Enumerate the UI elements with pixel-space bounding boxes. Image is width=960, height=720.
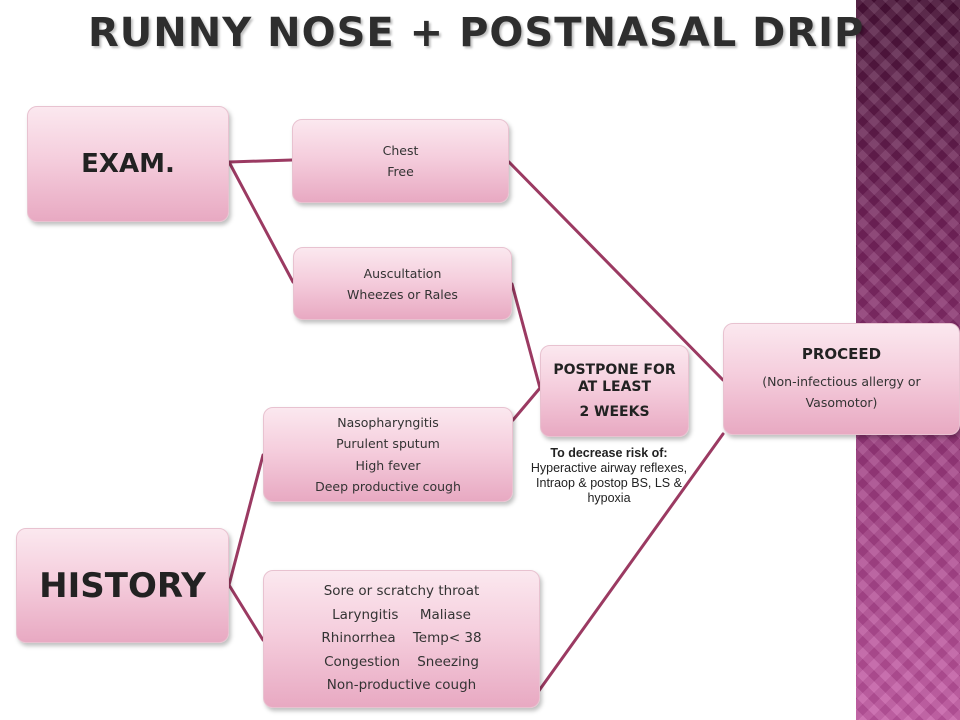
- postpone-duration: 2 WEEKS: [579, 403, 650, 420]
- history-label: HISTORY: [39, 565, 206, 606]
- risk-note: To decrease risk of: Hyperactive airway …: [514, 446, 704, 506]
- connector-history-infection: [227, 453, 265, 587]
- risk-note-text: Hyperactive airway reflexes, Intraop & p…: [530, 461, 688, 505]
- slide-title: RUNNY NOSE + POSTNASAL DRIP: [88, 10, 865, 56]
- infection-sign: Deep productive cough: [315, 479, 461, 494]
- infection-signs-node: Nasopharyngitis Purulent sputum High fev…: [263, 407, 513, 502]
- exam-label: EXAM.: [81, 149, 175, 179]
- exam-node: EXAM.: [27, 106, 229, 222]
- chest-node: Chest Free: [292, 119, 509, 203]
- connector-infection-postpone: [511, 386, 542, 422]
- symptom-line: Sore or scratchy throat: [323, 583, 480, 600]
- connector-auscultation-postpone: [510, 282, 542, 390]
- auscultation-label: Auscultation: [363, 265, 442, 281]
- proceed-label: PROCEED: [801, 345, 882, 363]
- proceed-node: PROCEED (Non-infectious allergy or Vasom…: [723, 323, 960, 435]
- connector-exam-auscultation: [227, 160, 295, 284]
- connector-symptoms-proceed: [536, 432, 725, 694]
- postpone-label: POSTPONE FOR AT LEAST: [553, 361, 676, 395]
- risk-note-heading: To decrease risk of:: [550, 446, 668, 460]
- connector-history-symptoms: [227, 583, 265, 642]
- chest-finding: Free: [387, 164, 414, 179]
- auscultation-finding: Wheezes or Rales: [347, 286, 458, 302]
- auscultation-node: Auscultation Wheezes or Rales: [293, 247, 512, 320]
- symptom-line: Rhinorrhea Temp< 38: [321, 630, 482, 647]
- symptom-line: Non-productive cough: [326, 677, 477, 694]
- connector-exam-chest: [227, 158, 294, 164]
- symptom-line: Congestion Sneezing: [324, 653, 479, 670]
- symptom-line: Laryngitis Maliase: [332, 606, 471, 623]
- infection-sign: Nasopharyngitis: [337, 414, 439, 430]
- postpone-node: POSTPONE FOR AT LEAST 2 WEEKS: [540, 345, 689, 437]
- proceed-reason: (Non-infectious allergy or Vasomotor): [762, 374, 921, 410]
- infection-sign: High fever: [355, 457, 421, 473]
- connector-chest-proceed: [507, 160, 725, 382]
- infection-sign: Purulent sputum: [336, 436, 440, 451]
- history-node: HISTORY: [16, 528, 229, 643]
- mild-symptoms-node: Sore or scratchy throat Laryngitis Malia…: [263, 570, 540, 708]
- chest-label: Chest: [382, 143, 419, 158]
